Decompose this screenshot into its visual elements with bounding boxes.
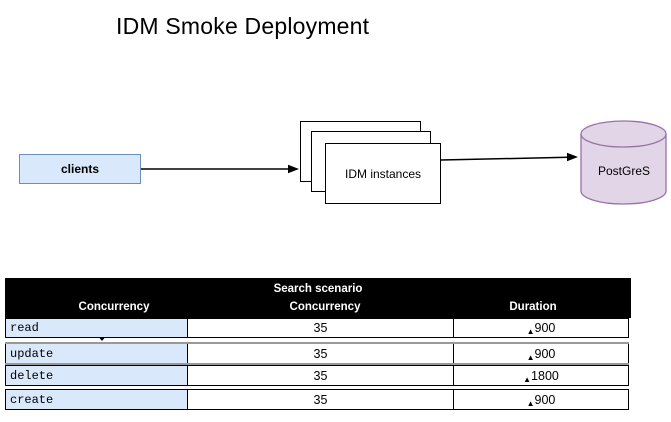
concurrency-cell[interactable]: 35 (187, 365, 454, 386)
concurrency-cell[interactable]: 35 (187, 318, 454, 338)
scenario-table-header: Search scenario Concurrency Concurrency … (5, 278, 631, 318)
column-header-concurrency-2: Concurrency (289, 301, 361, 313)
table-row-create[interactable]: create 35 ▲900 (5, 389, 629, 410)
table-title: Search scenario (273, 283, 363, 295)
page-title: IDM Smoke Deployment (116, 13, 370, 39)
concurrency-cell[interactable]: 35 (187, 344, 454, 363)
scenario-table: Search scenario Concurrency Concurrency … (5, 278, 631, 410)
scenario-cell[interactable]: delete (5, 365, 188, 386)
scenario-cell[interactable]: read (5, 318, 188, 338)
up-arrowhead-icon: ▲ (526, 327, 535, 336)
scenario-cell[interactable]: create (5, 389, 188, 410)
duration-value: 900 (534, 346, 556, 361)
idm-to-postgres-arrow (440, 152, 578, 162)
table-row-read[interactable]: read 35 ▲900 (5, 318, 629, 338)
clients-node[interactable]: clients (19, 154, 141, 184)
scenario-cell[interactable]: update (5, 344, 188, 363)
up-arrowhead-icon: ▲ (526, 352, 535, 362)
database-cylinder-icon (580, 120, 667, 205)
concurrency-cell[interactable]: 35 (187, 389, 454, 410)
duration-value: 900 (534, 392, 556, 407)
postgres-node[interactable]: PostGreS (580, 120, 668, 206)
duration-cell[interactable]: ▲900 (453, 318, 629, 338)
clients-node-label: clients (60, 162, 99, 176)
idm-instances-node[interactable]: IDM instances (325, 143, 441, 204)
clients-to-idm-arrow (141, 164, 299, 174)
duration-value: 900 (534, 321, 556, 335)
column-header-duration: Duration (509, 301, 557, 313)
duration-value: 1800 (531, 368, 559, 383)
table-row-delete[interactable]: delete 35 ▲1800 (5, 365, 629, 386)
duration-cell[interactable]: ▲900 (453, 344, 629, 363)
idm-instances-label: IDM instances (344, 166, 422, 181)
column-header-concurrency-1: Concurrency (78, 301, 150, 313)
table-row-update[interactable]: update 35 ▲900 (5, 342, 629, 365)
duration-cell[interactable]: ▲1800 (453, 365, 629, 386)
up-arrowhead-icon: ▲ (526, 398, 535, 408)
duration-cell[interactable]: ▲900 (453, 389, 629, 410)
postgres-label: PostGreS (597, 164, 651, 178)
up-arrowhead-icon: ▲ (523, 374, 532, 384)
